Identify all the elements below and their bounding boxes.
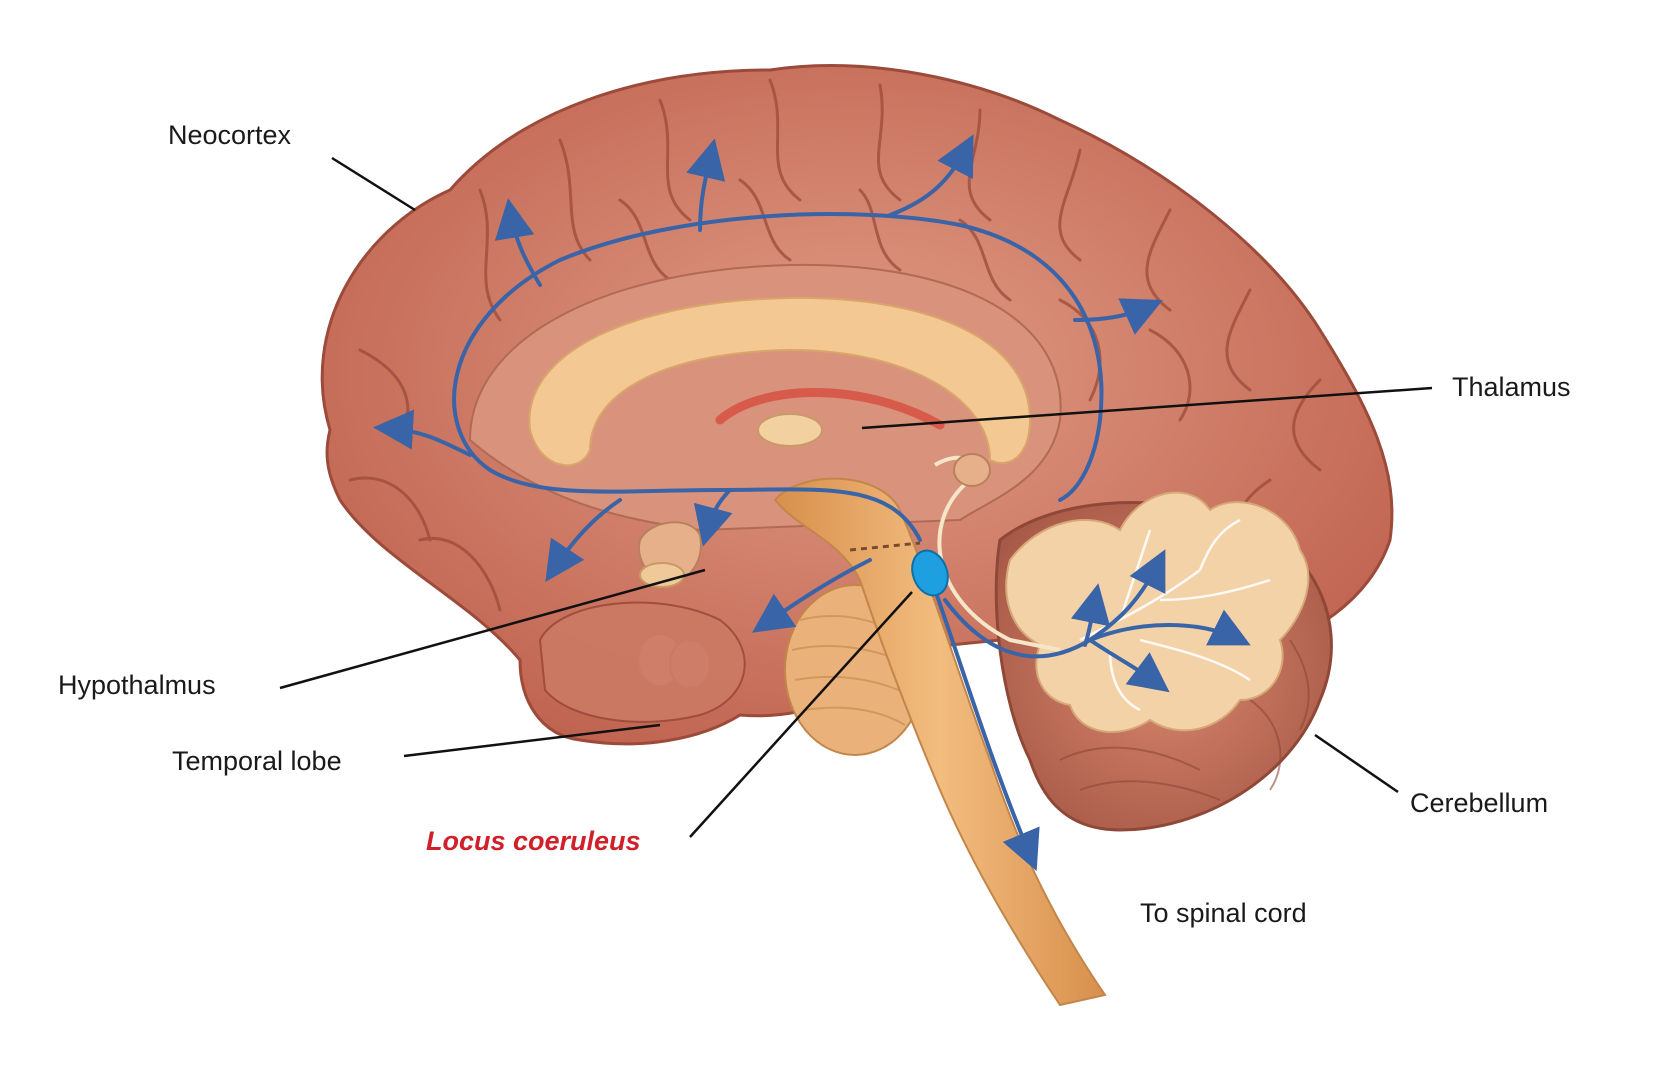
leader-thalamus [861,386,1433,430]
optic-chiasm [639,562,685,588]
label-cerebellum: Cerebellum [1410,788,1549,818]
leader-temporal-lobe [403,723,661,758]
leader-hypothalmus [279,568,706,690]
arbor-vitae [1005,491,1310,733]
brainstem [773,477,1107,1007]
leader-lines [279,156,1433,838]
label-locus-coeruleus: Locus coeruleus [426,826,641,856]
locus-coeruleus-marker [911,549,949,597]
thalamus-shape [757,413,823,447]
label-to-spinal-cord: To spinal cord [1140,898,1307,928]
pineal [953,453,991,487]
leader-neocortex [331,156,416,212]
temporal-lobe-shape [538,601,746,723]
corpus-callosum [528,296,1032,467]
label-thalamus: Thalamus [1452,372,1571,402]
cerebellum-folia-lines [1059,639,1310,801]
label-hypothalmus: Hypothalmus [58,670,216,700]
pathway-arrows [373,134,1251,872]
label-neocortex: Neocortex [168,120,292,150]
dashed-line [849,541,921,552]
label-temporal-lobe: Temporal lobe [172,746,342,776]
leader-cerebellum [1314,733,1399,794]
fornix [715,388,945,430]
leader-locus-coeruleus [689,591,913,838]
